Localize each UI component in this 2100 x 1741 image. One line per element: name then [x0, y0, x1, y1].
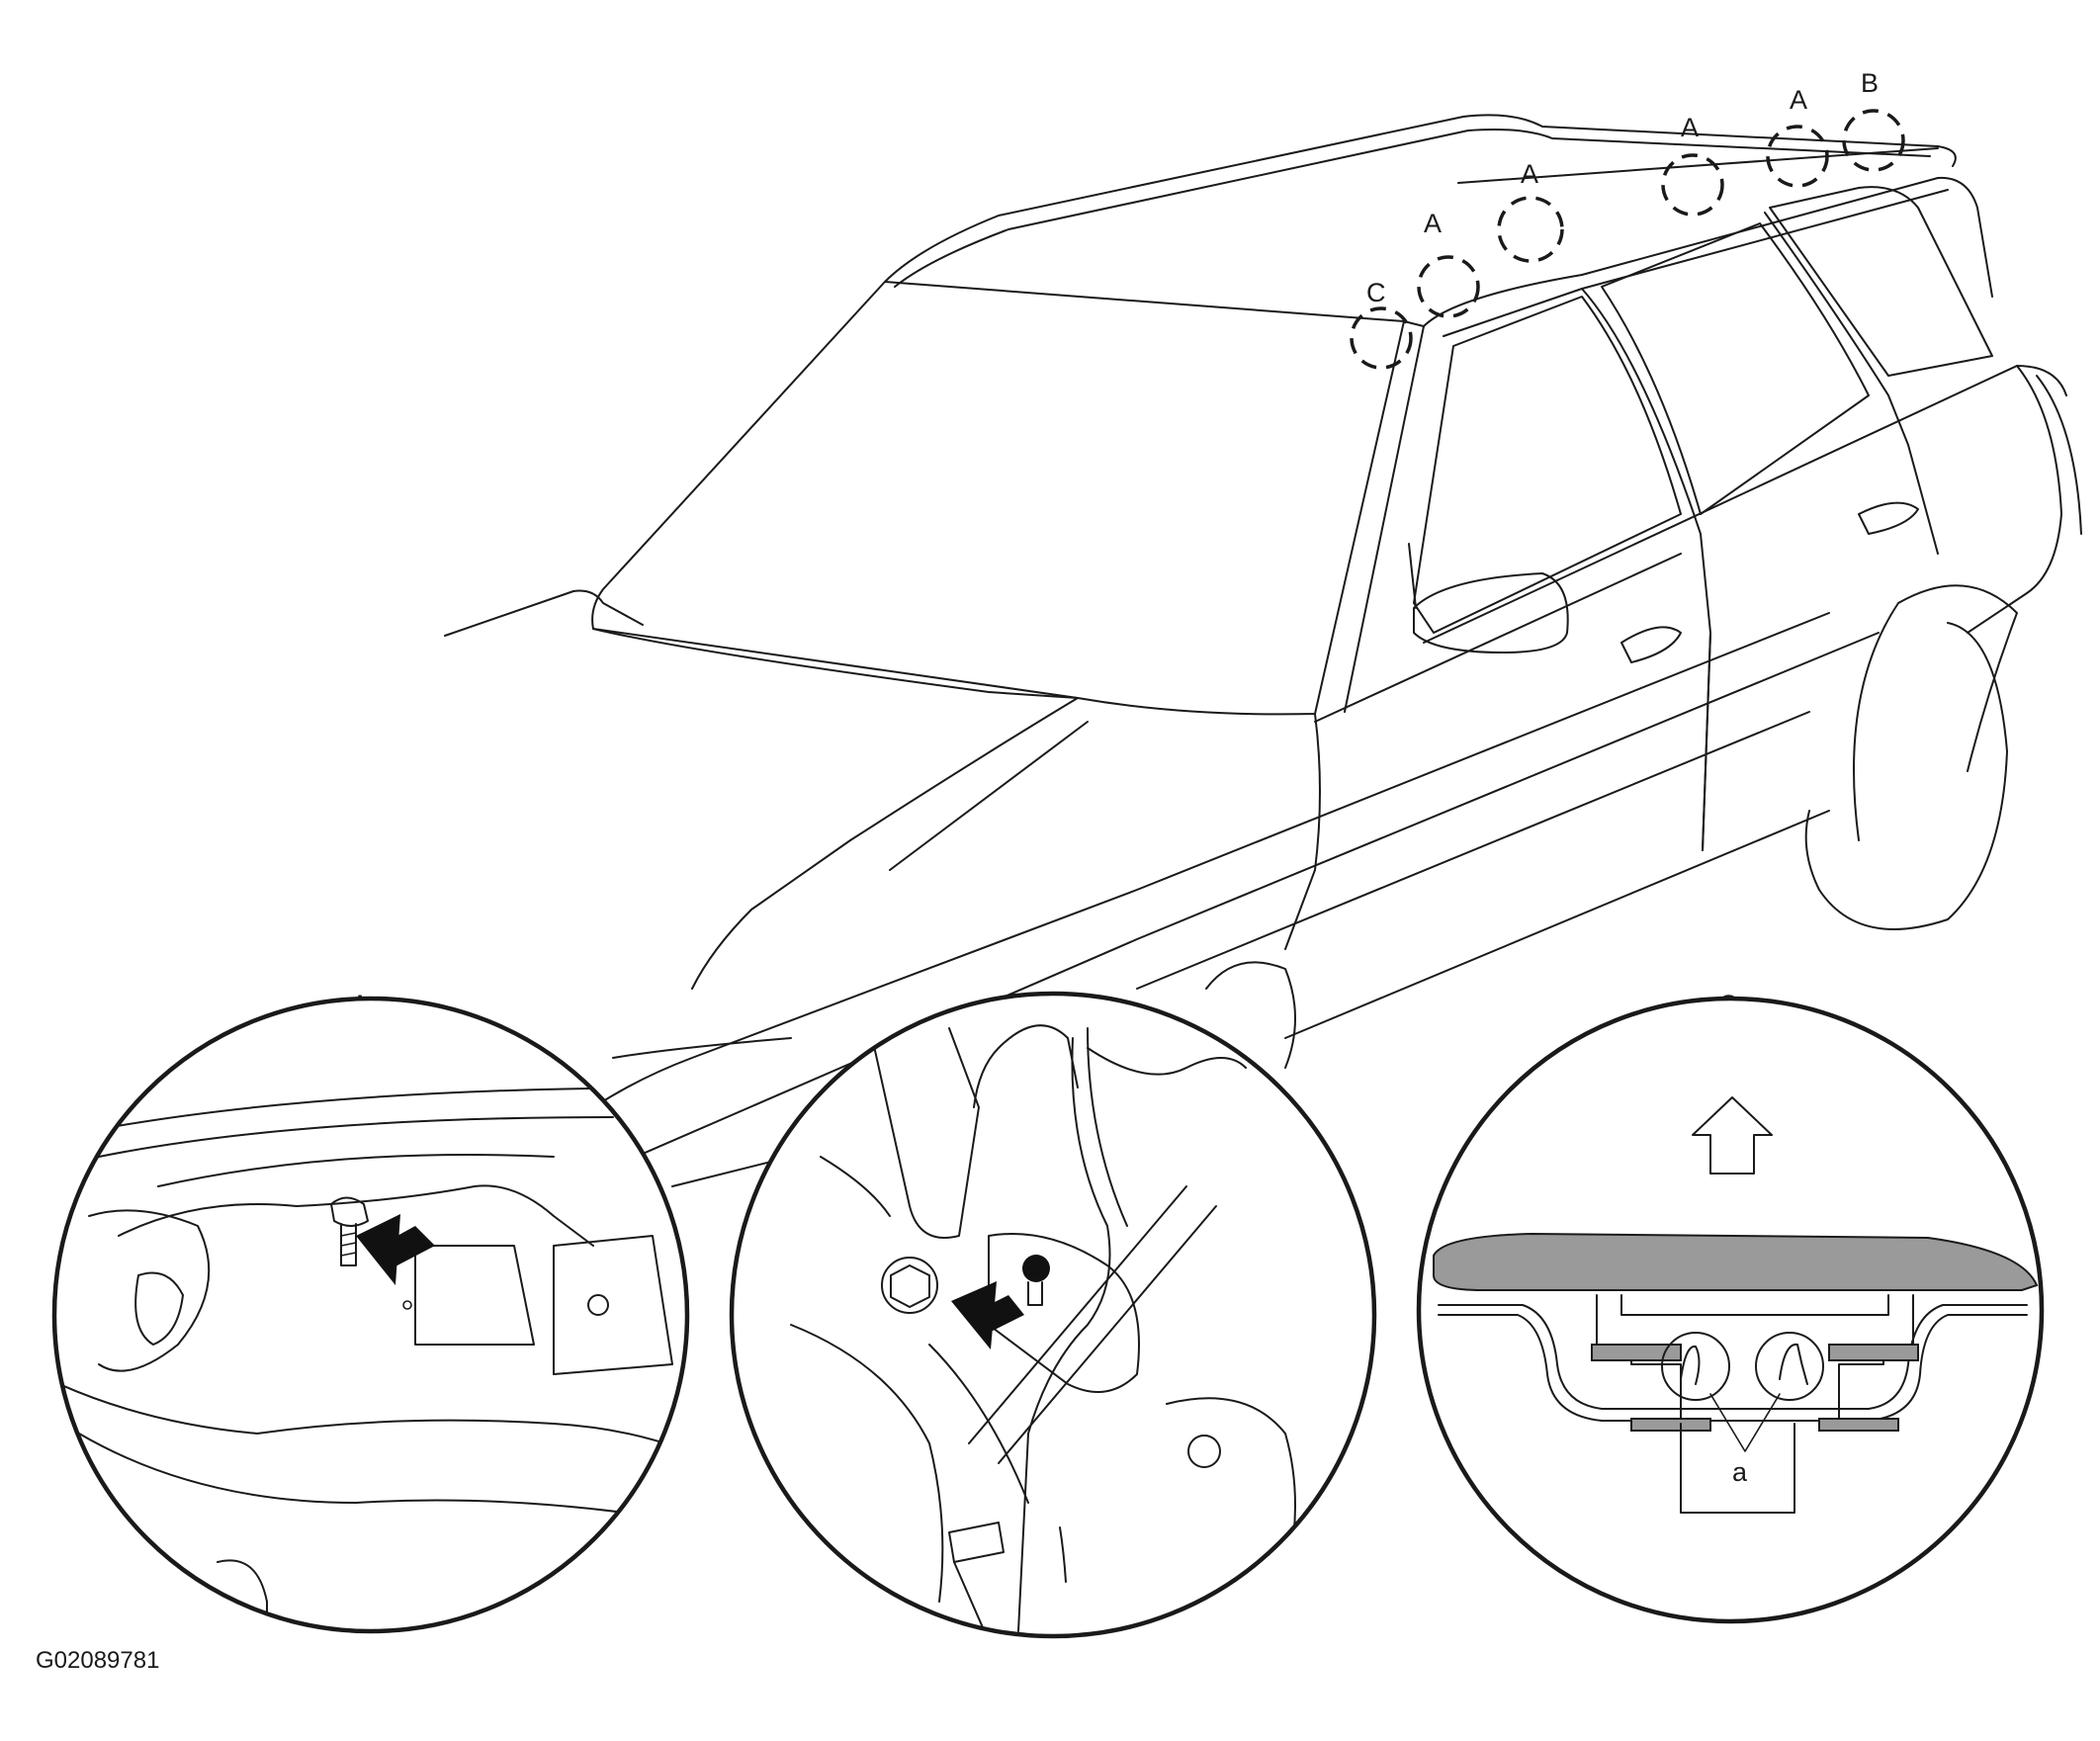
- hex-bolt-icon: [890, 1264, 930, 1308]
- nut-icon: [1022, 1255, 1050, 1282]
- pointer-arrow-icon: [356, 1214, 435, 1285]
- detail-b: B: [729, 990, 1377, 1639]
- figure-id: G02089781: [36, 1647, 159, 1674]
- callout-c: C: [1350, 278, 1413, 370]
- callout-label: A: [1790, 85, 1807, 115]
- callout-a-2: A: [1497, 159, 1564, 263]
- callout-label: A: [1521, 159, 1538, 189]
- callout-label: B: [1861, 68, 1879, 98]
- callout-label: C: [1366, 278, 1386, 307]
- pointer-arrow-icon: [951, 1281, 1024, 1349]
- part-label-a: a: [1732, 1457, 1748, 1487]
- callout-a-1: A: [1417, 209, 1480, 318]
- callout-b: B: [1842, 68, 1905, 172]
- detail-a: A: [51, 990, 690, 1634]
- up-arrow-icon: [1692, 1096, 1773, 1175]
- detail-c: C a: [1416, 990, 2045, 1624]
- callout-label: A: [1424, 209, 1442, 238]
- callout-label: A: [1681, 113, 1699, 142]
- molding-section: [1433, 1232, 2039, 1291]
- vehicle-body: [444, 114, 2082, 1187]
- callout-a-4: A: [1766, 85, 1829, 188]
- callout-a-3: A: [1661, 113, 1724, 217]
